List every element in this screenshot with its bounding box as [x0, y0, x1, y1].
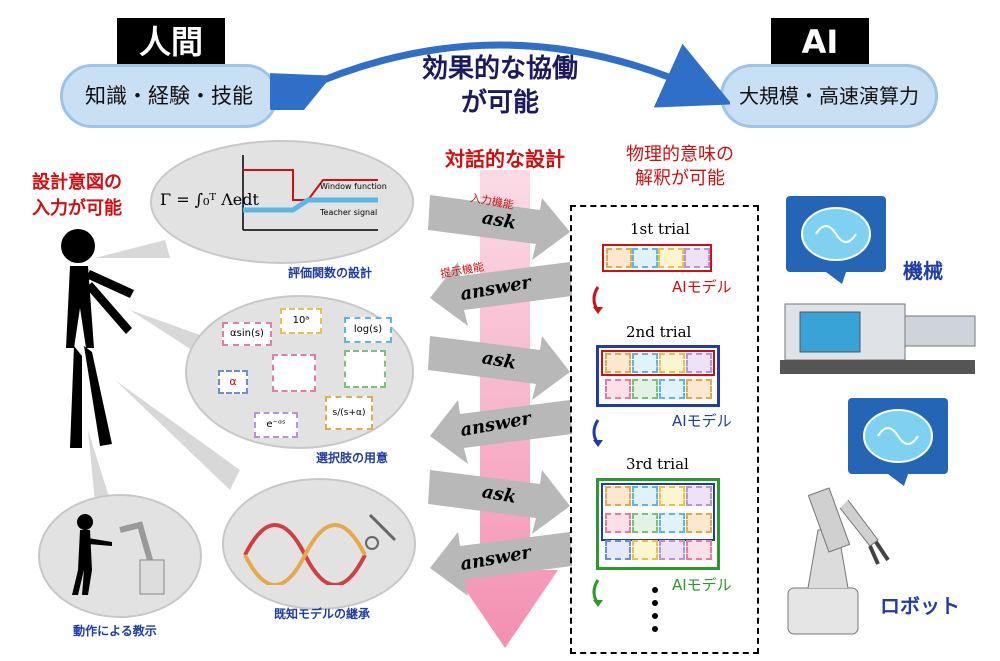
robot-label: ロボット	[880, 594, 960, 618]
collab-line1: 効果的な協働	[421, 54, 578, 84]
trial-1-arrow	[592, 286, 603, 314]
teach-icon	[72, 514, 165, 595]
block-alpha: α	[218, 370, 248, 394]
trial-2-ai-model: AIモデル	[672, 412, 732, 430]
eval-formula: Γ = ∫₀ᵀ Λedt	[160, 190, 259, 209]
trial-3-ai-model: AIモデル	[672, 576, 732, 594]
physical-line1: 物理的意味の	[626, 144, 734, 165]
collab-arrow	[270, 41, 730, 110]
design-intent-label: 設計意図の 入力が可能	[12, 170, 142, 222]
model-label: 既知モデルの継承	[273, 607, 370, 621]
human-skills-bubble: 知識・経験・技能	[60, 64, 278, 128]
choice-label: 選択肢の用意	[315, 451, 388, 465]
trial-1-ai-model: AIモデル	[672, 278, 732, 296]
robot-arm-icon	[787, 487, 890, 635]
block-delay: e⁻ᵅˢ	[254, 412, 298, 438]
block-log: log(s)	[344, 317, 392, 343]
machine-label: 機械	[903, 259, 943, 283]
dna-icon	[243, 513, 397, 585]
exchange-arrows	[428, 195, 572, 596]
design-intent-line1: 設計意図の	[32, 172, 122, 193]
brain-icon-machine	[786, 196, 886, 284]
continuation-dots	[652, 587, 658, 632]
trial-3-grid	[596, 478, 720, 570]
human-title: 人間	[117, 18, 225, 66]
dialog-design-label: 対話的な設計	[445, 147, 565, 171]
human-figure	[61, 229, 134, 448]
trial-2-grid	[596, 345, 720, 407]
trial-1-grid	[602, 244, 712, 272]
eval-graph	[242, 155, 378, 231]
block-asin: αsin(s)	[222, 322, 272, 346]
trial-2-arrow	[592, 419, 603, 447]
block-slope	[272, 354, 316, 392]
trial-2-label: 2nd trial	[626, 323, 692, 341]
human-skills: 知識・経験・技能	[85, 84, 253, 108]
eval-label: 評価関数の設計	[287, 266, 372, 280]
model-bubble	[222, 478, 416, 610]
design-intent-line2: 入力が可能	[32, 198, 122, 219]
window-function-label: Window function	[320, 182, 387, 191]
collab-line2: が可能	[460, 88, 539, 118]
machine-icon	[780, 303, 976, 374]
block-sat	[344, 350, 386, 388]
trial-1-label: 1st trial	[630, 220, 690, 238]
physical-line2: 解釈が可能	[635, 168, 725, 189]
collab-text: 効果的な協働 が可能	[380, 52, 620, 120]
trial-3-arrow	[592, 579, 603, 607]
ai-skills-bubble: 大規模・高速演算力	[720, 64, 938, 128]
brain-icon-robot	[848, 398, 948, 486]
trial-3-label: 3rd trial	[626, 455, 689, 473]
teach-bubble	[38, 494, 202, 618]
teach-label: 動作による教示	[73, 624, 157, 638]
block-10a: 10ᵃ	[280, 308, 322, 334]
trial-panel	[570, 205, 759, 654]
block-tf: s/(s+α)	[325, 396, 373, 430]
teacher-signal-label: Teacher signal	[320, 208, 378, 217]
physical-label: 物理的意味の 解釈が可能	[600, 143, 760, 191]
ai-skills: 大規模・高速演算力	[739, 84, 919, 108]
ai-title: AI	[771, 18, 869, 66]
